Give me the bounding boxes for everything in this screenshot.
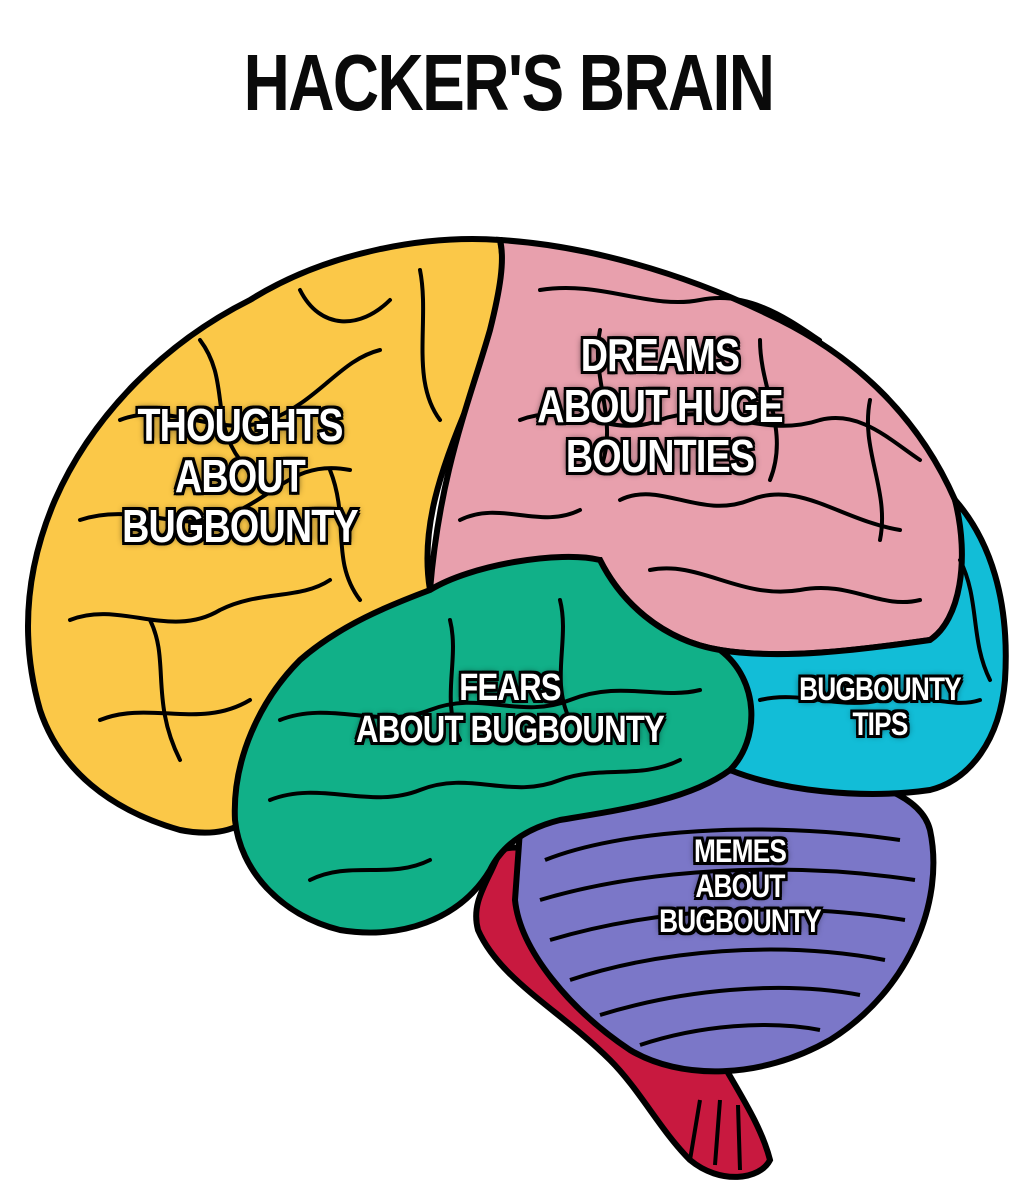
cerebellum-label: MEMES ABOUT BUGBOUNTY — [659, 833, 822, 940]
temporal-lobe-label: FEARS ABOUT BUGBOUNTY — [356, 667, 665, 751]
page-title: HACKER'S BRAIN — [243, 38, 775, 127]
temporal-lobe — [231, 553, 755, 936]
occipital-lobe — [707, 498, 1009, 797]
frontal-lobe — [25, 236, 506, 836]
occipital-lobe-label: BUGBOUNTY TIPS — [799, 671, 962, 743]
frontal-lobe-label: THOUGHTS ABOUT BUGBOUNTY — [122, 399, 359, 553]
parietal-lobe-label: DREAMS ABOUT HUGE BOUNTIES — [537, 329, 783, 483]
